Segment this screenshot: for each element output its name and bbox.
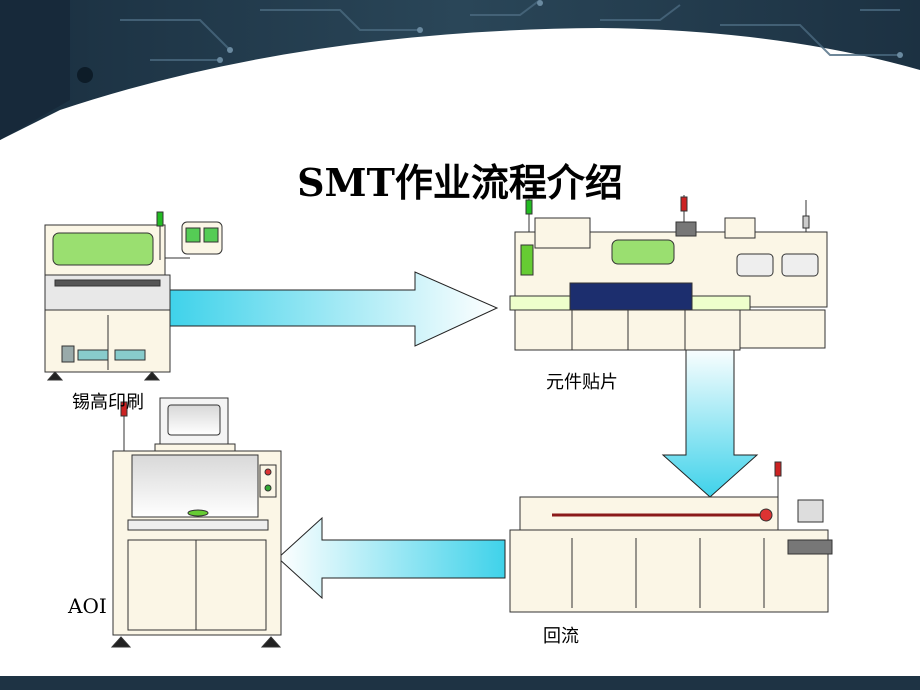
step-label-reflow: 回流 [543, 626, 579, 647]
reflow-machine [509, 461, 833, 613]
step-label-placement: 元件贴片 [546, 372, 618, 393]
step-label-aoi: AOI [68, 594, 107, 618]
arrow-printer-to-placement [169, 271, 499, 347]
printer-machine [44, 211, 223, 381]
arrow-placement-to-reflow [661, 344, 759, 498]
arrow-reflow-to-aoi [277, 516, 506, 600]
slide-title: SMT作业流程介绍 [297, 160, 623, 205]
placement-machine [509, 195, 828, 351]
step-label-printer: 锡高印刷 [72, 392, 144, 413]
aoi-machine [110, 397, 282, 648]
footer-bar [0, 676, 920, 690]
